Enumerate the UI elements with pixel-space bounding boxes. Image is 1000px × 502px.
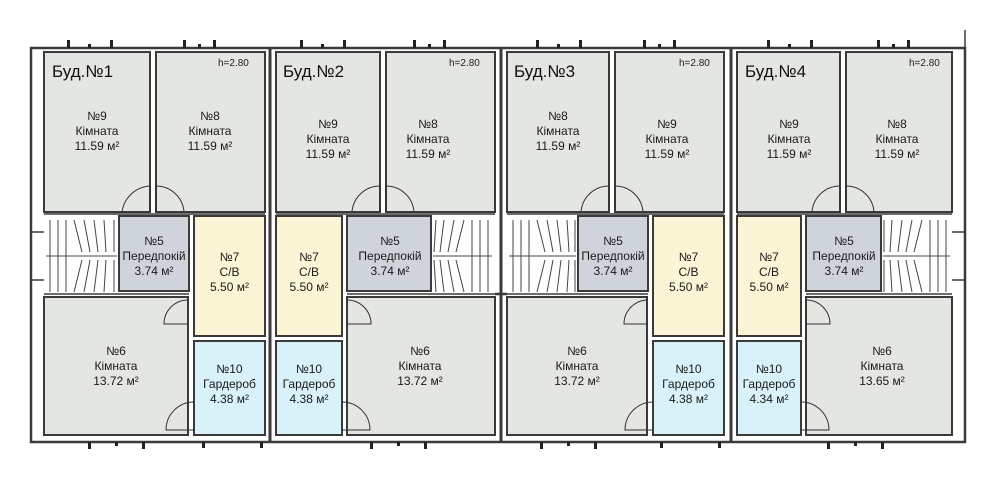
window-marks-top <box>67 40 910 48</box>
window-marks-bottom <box>88 442 884 449</box>
building-title: Буд.№1 <box>52 62 114 81</box>
door-swings <box>121 185 875 431</box>
corridor-dividers <box>44 213 952 296</box>
side-entrances <box>31 231 965 281</box>
building-title: Буд.№4 <box>745 62 807 81</box>
outer-walls <box>29 30 967 444</box>
ceiling-height-label: h=2.80 <box>909 58 940 69</box>
ceiling-height-label: h=2.80 <box>679 58 710 69</box>
building-separators <box>268 48 733 442</box>
building-title: Буд.№3 <box>514 62 576 81</box>
ceiling-height-label: h=2.80 <box>218 58 249 69</box>
building-title: Буд.№2 <box>283 62 345 81</box>
ceiling-height-label: h=2.80 <box>449 58 480 69</box>
staircases <box>46 219 950 293</box>
room-fills <box>43 51 953 436</box>
